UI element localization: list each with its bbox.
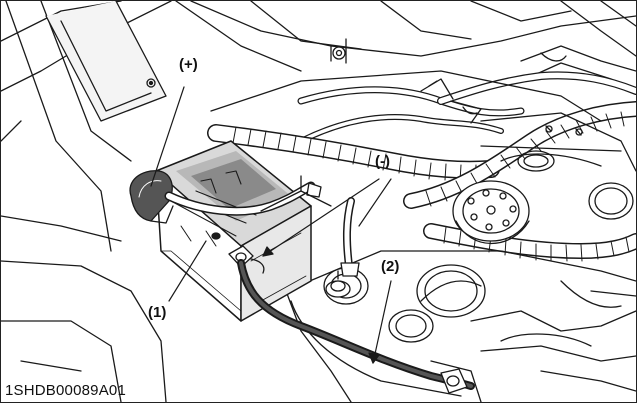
leader-item1	[168, 240, 207, 302]
chassis-plate	[210, 70, 636, 402]
ground-mount-bolt	[325, 197, 360, 298]
leader-positive	[150, 86, 185, 187]
positive-cable	[164, 181, 322, 216]
leader-negative-arrowhead	[262, 246, 274, 257]
leader-item2-arrowhead	[368, 352, 380, 364]
corrugated-conduit-right	[403, 101, 636, 209]
figure-code: 1SHDB00089A01	[5, 382, 127, 399]
battery-hold-down	[260, 175, 332, 212]
leader-negative-battery	[262, 178, 380, 257]
callout-negative-cable: (2)	[381, 258, 400, 275]
callout-positive-terminal: (+)	[179, 56, 198, 73]
callout-negative-terminal: (-)	[375, 153, 390, 170]
leader-item2	[372, 280, 392, 364]
left-body-panel	[1, 1, 172, 402]
positive-terminal-cover	[129, 170, 174, 224]
corrugated-conduit-upper	[207, 124, 500, 182]
round-connector	[452, 180, 530, 244]
battery	[155, 140, 312, 322]
negative-cable	[237, 259, 475, 394]
leader-lines	[150, 86, 392, 364]
negative-terminal	[228, 245, 265, 274]
upper-frame-rails	[175, 1, 636, 92]
corrugated-conduit-lower	[423, 223, 636, 262]
leader-negative-ground	[358, 178, 392, 227]
callout-battery: (1)	[148, 304, 167, 321]
wiring-harness	[297, 71, 636, 144]
